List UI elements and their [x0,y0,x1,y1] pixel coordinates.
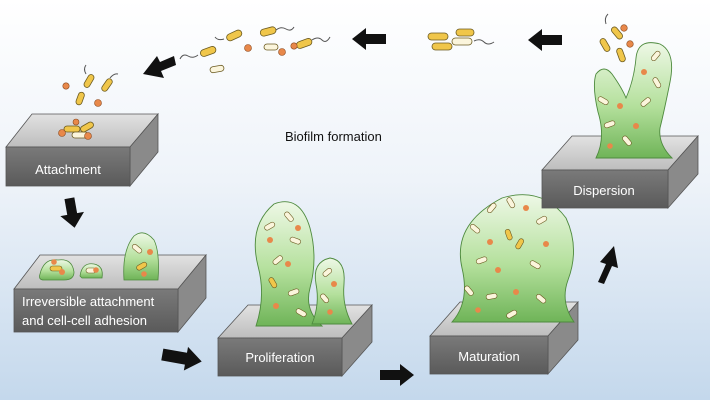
bacterium-icon [427,28,495,51]
planktonic-bacteria-group-right [427,28,495,51]
attached-bacteria-cluster [58,118,94,140]
dispersing-bacteria [599,13,634,63]
arrow-icon [352,28,386,50]
proliferation-stage: Proliferation [217,201,373,378]
stage-label-proliferation: Proliferation [245,350,314,365]
arrow-icon [380,364,414,386]
stage-label-irreversible-line1: Irreversible attachment [22,294,155,309]
arrow-icon [161,346,202,371]
arrow-icon [528,29,562,51]
arrow-icon [60,197,84,228]
planktonic-bacteria-group-left [179,26,331,74]
irreversible-attachment-stage: Irreversible attachment and cell-cell ad… [13,232,207,334]
dispersion-stage: Dispersion [541,13,699,210]
maturation-stage: Maturation [429,194,579,376]
stage-label-irreversible-line2: and cell-cell adhesion [22,313,147,328]
attachment-stage: Attachment [5,112,159,188]
coccus-icon [244,42,298,56]
biofilm-mass-icon [450,194,575,323]
arrow-icon [598,246,618,284]
stage-label-attachment: Attachment [35,162,101,177]
embedded-cells [264,211,337,317]
embedded-cells [49,243,153,277]
stage-label-dispersion: Dispersion [573,183,634,198]
biofilm-mass-icon [593,42,674,159]
diagram-title: Biofilm formation [285,129,382,144]
embedded-cells [597,50,662,149]
arrow-icon [143,56,176,78]
falling-bacteria-group [62,64,119,107]
stage-label-maturation: Maturation [458,349,519,364]
embedded-cells [464,197,549,319]
bacterium-icon [179,26,331,74]
